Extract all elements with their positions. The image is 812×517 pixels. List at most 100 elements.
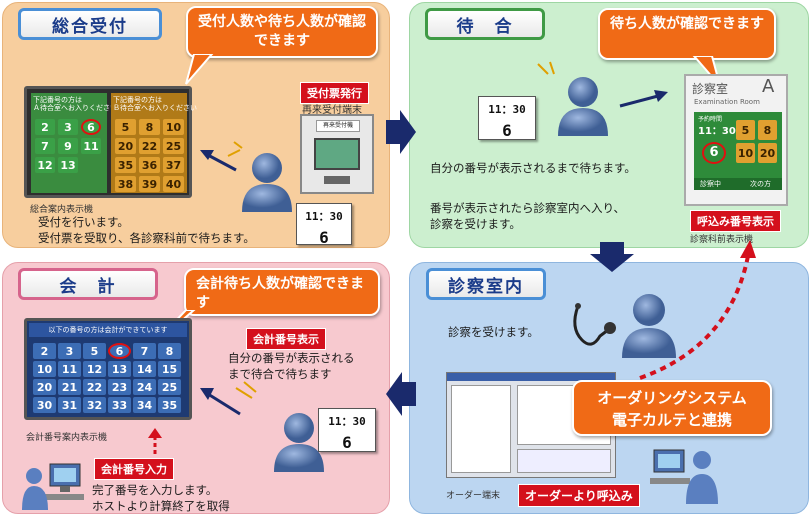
payment-desc-line2: まで待合で待ちます (228, 367, 332, 381)
exam-doctor-icon (622, 294, 676, 358)
number-cell: 7 (35, 138, 55, 154)
order-call-dashed-arrow (639, 240, 756, 380)
kiosk-slot (324, 176, 350, 184)
number-cell: 10 (163, 119, 184, 135)
board-a-header: 下記番号の方は (33, 96, 82, 104)
number-cell: 5 (115, 119, 136, 135)
reception-callout-tail (185, 54, 214, 85)
flow-arrow-right (386, 110, 416, 154)
number-cell: 2 (35, 119, 55, 135)
room-status-next: 次の方 (750, 180, 771, 188)
reception-kiosk: 再来受付機 (300, 114, 374, 194)
number-cell: 23 (108, 379, 131, 395)
number-cell: 8 (158, 343, 181, 359)
board-b-header: 下記番号の方は (113, 96, 162, 104)
reception-ticket-time: 11：30 (305, 210, 343, 223)
payment-desc-line1: 自分の番号が表示される (228, 351, 355, 365)
number-cell: 12 (83, 361, 106, 377)
room-display-caption: 診察科前表示機 (690, 235, 754, 245)
reception-desc-line1: 受付を行います。 (38, 215, 129, 229)
number-cell: 24 (133, 379, 156, 395)
room-sub: Examination Room (694, 98, 760, 106)
number-cell: 8 (758, 120, 777, 140)
exam-operator-icon (650, 449, 718, 504)
room-letter: A (762, 76, 775, 97)
waiting-callout: 待ち人数が確認できます (598, 8, 776, 60)
reception-ticket-number: 6 (319, 228, 329, 247)
number-cell: 11 (81, 138, 101, 154)
exam-desc: 診察を受けます。 (448, 325, 539, 339)
board-b-sub: Ｂ待合室へお入りください (113, 104, 197, 112)
waiting-tab: 待 合 (425, 8, 545, 40)
number-cell: 5 (83, 343, 106, 359)
room-title: 診察室 (692, 82, 729, 96)
payment-tab: 会 計 (18, 268, 158, 300)
waiting-ticket: 11：30 6 (478, 96, 536, 140)
room-time: 11：30 (698, 126, 736, 137)
number-cell: 21 (58, 379, 81, 395)
number-cell: 13 (108, 361, 131, 377)
payment-input-arrow (148, 428, 162, 454)
kiosk-screen (314, 138, 360, 170)
kiosk-sign: 再来受付機 (316, 120, 360, 132)
exam-callout-line1: オーダリングシステム (597, 389, 747, 407)
payment-person-icon (274, 413, 324, 472)
room-now-number: 6 (702, 142, 726, 164)
payment-input-label: 会計番号入力 (94, 458, 174, 480)
waiting-alert-lines (537, 61, 555, 75)
order-call-label: オーダーより呼込み (518, 484, 640, 507)
number-cell: 14 (133, 361, 156, 377)
number-cell: 10 (736, 143, 755, 163)
reception-person-icon (242, 153, 292, 212)
payment-ticket-number: 6 (342, 433, 352, 452)
board-a-sub: Ａ待合室へお入りください (33, 104, 117, 112)
payment-callout-text: 会計待ち人数が確認できます (196, 276, 364, 311)
payment-board-header: 以下の番号の方は会計ができています (29, 323, 187, 337)
exam-tab: 診察室内 (426, 268, 546, 300)
reception-tab: 総合受付 (18, 8, 162, 40)
order-terminal-caption: オーダー端末 (446, 491, 501, 501)
number-cell: 6 (81, 119, 101, 135)
waiting-callout-text: 待ち人数が確認できます (610, 16, 764, 32)
reception-monitor-caption: 総合案内表示機 (30, 205, 94, 215)
number-cell: 20 (115, 138, 136, 154)
waiting-arrow-to-display (619, 90, 668, 108)
payment-alert-lines (235, 381, 257, 399)
ticket-issue-label: 受付票発行 (300, 82, 369, 104)
number-cell: 22 (83, 379, 106, 395)
number-cell: 8 (139, 119, 160, 135)
number-cell: 25 (163, 138, 184, 154)
number-cell: 15 (158, 361, 181, 377)
reception-callout: 受付人数や待ち人数が確認できます (186, 6, 378, 58)
reception-arrow-to-monitor (200, 150, 237, 172)
waiting-ticket-time: 11：30 (488, 103, 526, 116)
stethoscope-icon (573, 303, 616, 346)
payment-arrow-to-monitor (200, 388, 241, 416)
room-reserved-label: 予約時間 (698, 116, 723, 123)
payment-ticket: 11：30 6 (318, 408, 376, 452)
terminal-label: 再来受付端末 (302, 105, 362, 116)
reception-general-monitor: 下記番号の方は Ａ待合室へお入りください 下記番号の方は Ｂ待合室へお入りくださ… (24, 86, 197, 198)
number-cell: 12 (35, 157, 55, 173)
waiting-desc1: 自分の番号が表示されるまで待ちます。 (430, 161, 636, 175)
payment-input-desc2: ホストより計算終了を取得 (92, 499, 230, 513)
reception-callout-text: 受付人数や待ち人数が確認できます (198, 14, 366, 49)
number-cell: 38 (115, 176, 136, 192)
number-cell: 13 (58, 157, 78, 173)
call-number-display-label: 呼込み番号表示 (690, 210, 781, 232)
number-cell: 3 (58, 343, 81, 359)
number-cell: 9 (58, 138, 78, 154)
reception-desc-line2: 受付票を受取り、各診察科前で待ちます。 (38, 231, 255, 245)
number-cell: 2 (33, 343, 56, 359)
number-cell: 32 (83, 397, 106, 413)
number-cell: 20 (758, 143, 777, 163)
payment-display-label: 会計番号表示 (246, 328, 326, 350)
flow-arrow-left (386, 372, 416, 416)
number-cell: 20 (33, 379, 56, 395)
